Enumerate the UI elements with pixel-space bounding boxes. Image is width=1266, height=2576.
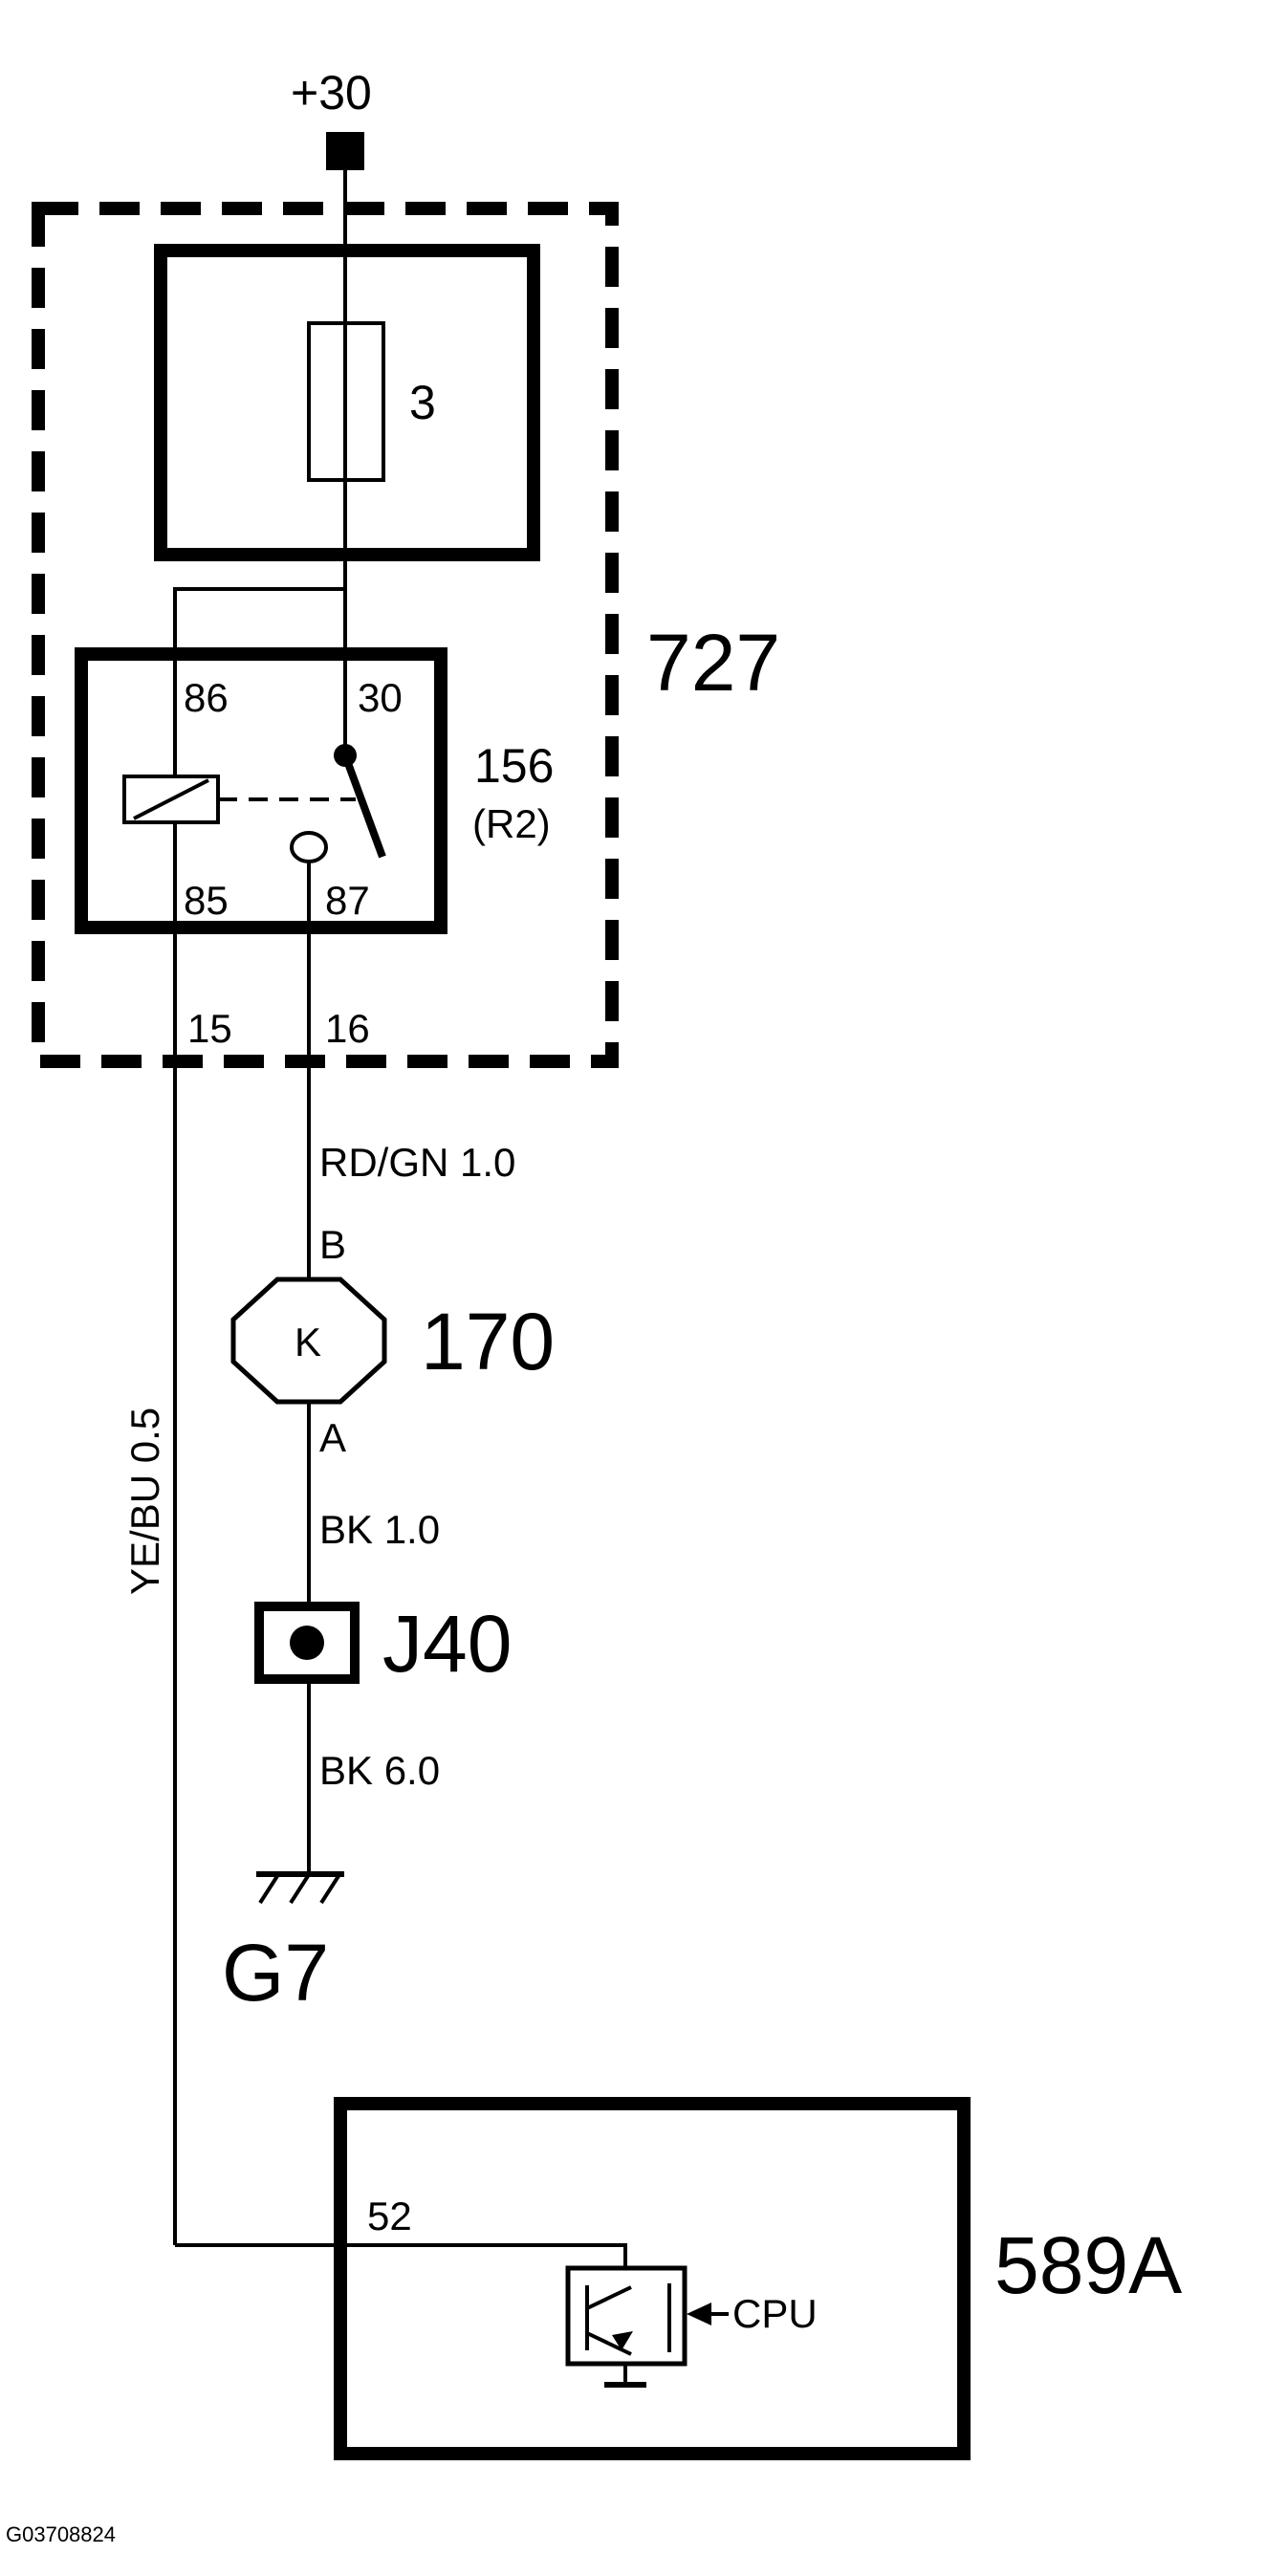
fuse-block xyxy=(154,244,540,561)
transistor-collector xyxy=(586,2285,632,2310)
relay-box-outline xyxy=(32,202,619,1068)
junction-dot xyxy=(290,1626,324,1660)
relay-pin-30: 30 xyxy=(358,675,403,720)
ground-hatch-1 xyxy=(258,1874,279,1905)
relay-contact-87 xyxy=(290,831,328,863)
module-pin-52: 52 xyxy=(367,2194,412,2238)
relay-outline xyxy=(75,647,447,934)
horn-symbol xyxy=(230,1277,387,1405)
figure-id: G03708824 xyxy=(6,2522,116,2546)
relay-pin-87: 87 xyxy=(325,878,370,923)
horn-pin-b: B xyxy=(319,1222,346,1267)
cpu-signal-arrow xyxy=(687,2303,711,2325)
module-label: 589A xyxy=(994,2220,1182,2310)
horn-pin-a: A xyxy=(319,1415,346,1460)
box-pin-15: 15 xyxy=(187,1006,232,1051)
relay-box-label: 727 xyxy=(646,618,780,708)
wire-label-red-green: RD/GN 1.0 xyxy=(319,1140,515,1185)
relay-pin-86: 86 xyxy=(184,675,229,720)
cpu-label: CPU xyxy=(732,2291,818,2336)
relay-pin-85: 85 xyxy=(184,878,229,923)
terminal-label: +30 xyxy=(291,66,372,120)
relay-sub-label: (R2) xyxy=(472,801,551,846)
horn-symbol-letter: K xyxy=(295,1320,321,1364)
box-pin-16: 16 xyxy=(325,1006,370,1051)
junction-label: J40 xyxy=(382,1599,512,1689)
module-outline xyxy=(334,2097,971,2460)
fuse-label: 3 xyxy=(409,376,436,429)
wire-label-black-1: BK 1.0 xyxy=(319,1507,440,1552)
ground-hatch-2 xyxy=(289,1874,310,1905)
relay-coil-diagonal xyxy=(133,778,209,820)
wire-label-black-6: BK 6.0 xyxy=(319,1748,440,1793)
transistor-emitter xyxy=(586,2331,632,2356)
module-feed-wire xyxy=(175,2243,627,2268)
ground-label: G7 xyxy=(222,1928,329,2018)
terminal-square xyxy=(326,132,364,170)
ground-hatch-3 xyxy=(319,1874,340,1905)
wire-label-yellow-blue: YE/BU 0.5 xyxy=(122,1408,167,1595)
relay-label: 156 xyxy=(474,739,554,793)
transistor-arrow xyxy=(612,2331,633,2350)
horn-label: 170 xyxy=(421,1297,555,1386)
coil-feed-wire xyxy=(173,587,345,838)
relay-switch-arm xyxy=(341,753,386,859)
